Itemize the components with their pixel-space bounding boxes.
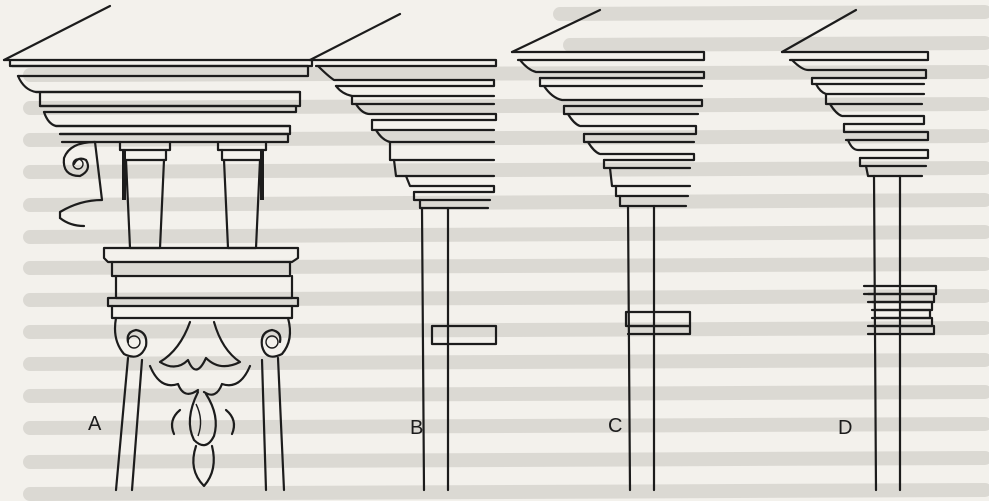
profile-a xyxy=(2,4,314,492)
profile-c xyxy=(510,8,706,492)
profile-b xyxy=(308,12,498,492)
profile-d xyxy=(780,8,938,492)
label-c: C xyxy=(608,415,622,437)
label-b: B xyxy=(410,417,423,439)
label-d: D xyxy=(838,417,852,439)
label-a: A xyxy=(88,413,102,435)
